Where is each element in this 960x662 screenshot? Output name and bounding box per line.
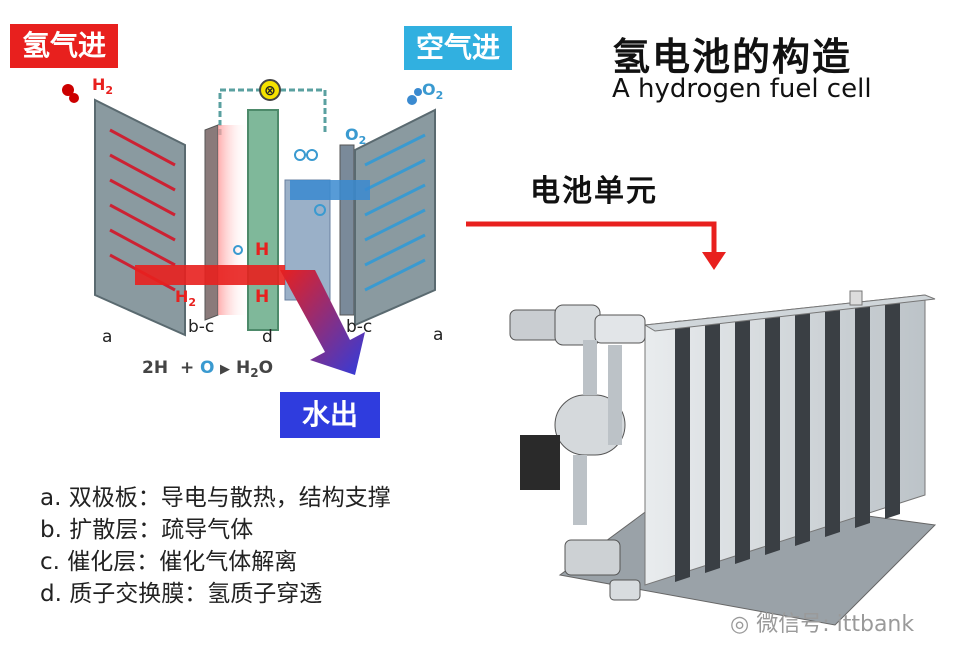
- legend: a. 双极板：导电与散热，结构支撑 b. 扩散层：疏导气体 c. 催化层：催化气…: [40, 482, 391, 610]
- label-a-left: a: [102, 327, 112, 347]
- svg-text:O2: O2: [345, 125, 366, 147]
- bipolar-plate-left: [94, 98, 186, 337]
- watermark: ◎ 微信号: ittbank: [730, 612, 915, 637]
- svg-text:O: O: [200, 358, 214, 378]
- legend-item-b: b. 扩散层：疏导气体: [40, 517, 254, 543]
- svg-text:H: H: [255, 240, 269, 260]
- proton-flow: [135, 265, 285, 285]
- membrane: [247, 109, 279, 331]
- svg-text:O2: O2: [422, 80, 443, 102]
- cell-unit-label: 电池单元: [530, 174, 658, 209]
- title-en: A hydrogen fuel cell: [612, 74, 872, 104]
- bulb-icon: [259, 79, 281, 101]
- cell-pointer-arrow: [466, 221, 726, 270]
- svg-text:2H: 2H: [142, 358, 168, 378]
- reaction-equation: 2H + O ▶ H2O: [142, 358, 273, 380]
- svg-text:H2O: H2O: [236, 358, 273, 380]
- diffusion-layer-left: [204, 124, 219, 321]
- svg-text:H2: H2: [175, 287, 196, 309]
- fuel-cell-diagram: ⊗ H2 H2 O2 O2 H H a b-c d b-c a 2H + O: [62, 75, 443, 380]
- wechat-icon: ◎: [730, 612, 750, 637]
- label-bc-right: b-c: [346, 317, 372, 337]
- legend-item-a: a. 双极板：导电与散热，结构支撑: [40, 485, 391, 511]
- svg-text:⊗: ⊗: [264, 83, 276, 99]
- fuel-cell-stack-image: [509, 290, 937, 626]
- svg-text:H: H: [255, 287, 269, 307]
- legend-item-c: c. 催化层：催化气体解离: [40, 549, 298, 575]
- water-arrow: [280, 270, 365, 375]
- label-bc-left: b-c: [188, 317, 214, 337]
- bipolar-plate-right: [354, 108, 436, 327]
- svg-text:+: +: [180, 358, 194, 378]
- svg-text:H2: H2: [92, 75, 113, 97]
- label-a-right: a: [433, 325, 443, 345]
- water-out-tag: 水出: [280, 392, 381, 438]
- air-in-tag: 空气进: [404, 26, 513, 70]
- circuit-wire: [218, 88, 327, 135]
- svg-text:▶: ▶: [220, 362, 230, 377]
- title-cn: 氢电池的构造: [612, 35, 853, 79]
- hydrogen-in-tag: 氢气进: [10, 24, 119, 68]
- legend-item-d: d. 质子交换膜：氢质子穿透: [40, 581, 323, 607]
- label-d: d: [262, 327, 273, 347]
